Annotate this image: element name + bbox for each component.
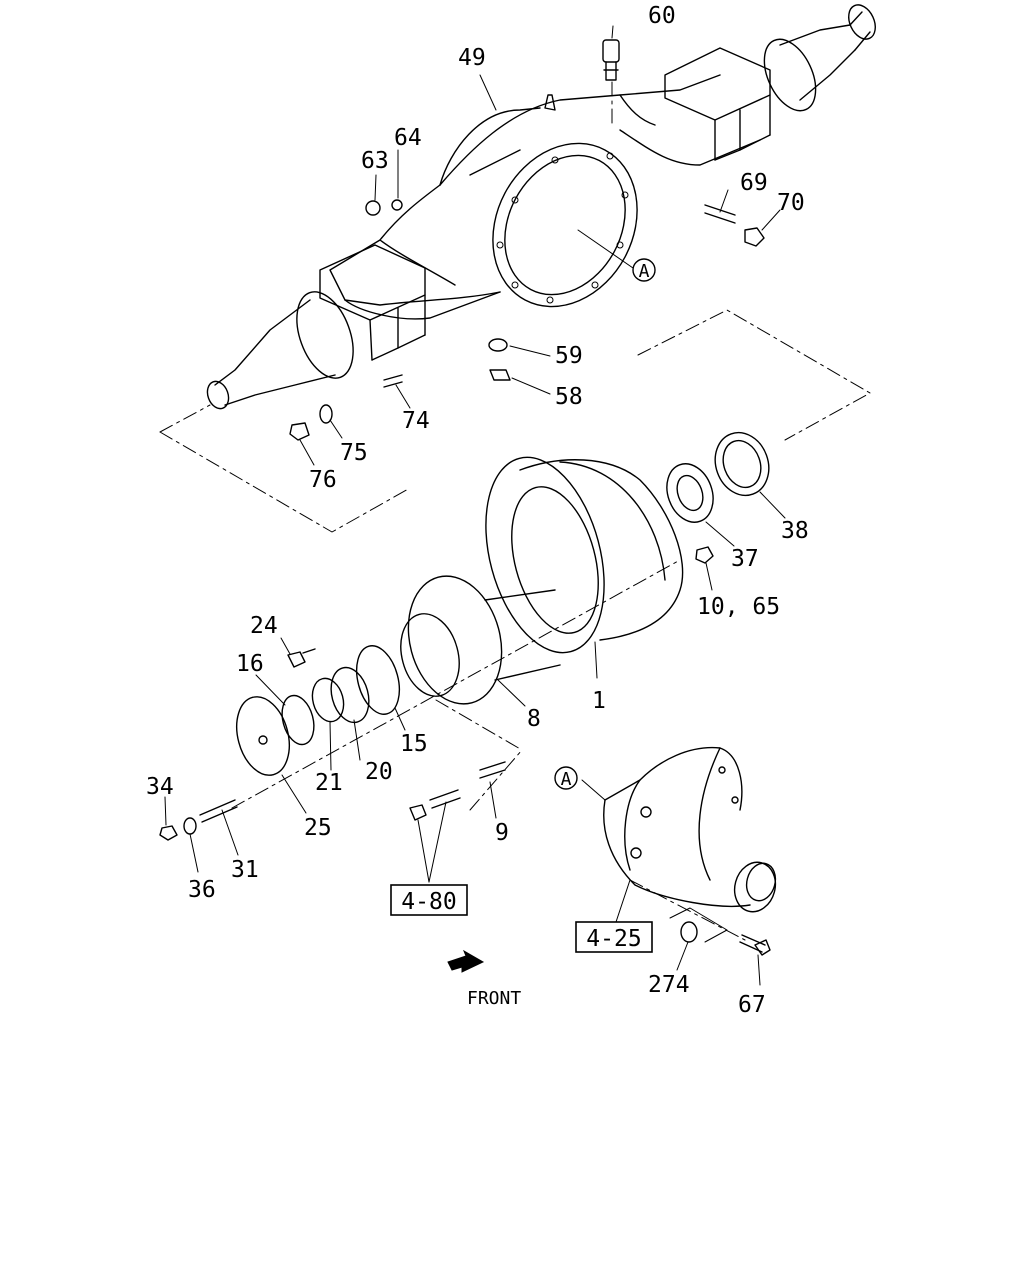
gasket-holes — [496, 152, 629, 304]
axle-housing — [159, 4, 876, 533]
callout-16: 16 — [236, 651, 264, 677]
leader-lines — [164, 25, 786, 986]
callout-21: 21 — [315, 770, 343, 796]
callout-labels: 60 49 64 63 69 70 A 59 58 74 75 76 38 37… — [146, 3, 809, 1018]
callout-20: 20 — [365, 759, 393, 785]
callout-38: 38 — [781, 518, 809, 544]
callout-63: 63 — [361, 148, 389, 174]
callout-69: 69 — [740, 170, 768, 196]
callout-58: 58 — [555, 384, 583, 410]
callout-15: 15 — [400, 731, 428, 757]
ref-4-25-label: 4-25 — [586, 926, 641, 952]
callout-24: 24 — [250, 613, 278, 639]
callout-36: 36 — [188, 877, 216, 903]
callout-74: 74 — [402, 408, 430, 434]
callout-67: 67 — [738, 992, 766, 1018]
callout-a-top-circle — [632, 258, 656, 282]
callout-a-top: A — [639, 261, 650, 282]
callout-76: 76 — [309, 467, 337, 493]
differential-cover — [603, 746, 777, 956]
callout-59: 59 — [555, 343, 583, 369]
callout-34: 34 — [146, 774, 174, 800]
callout-49: 49 — [458, 45, 486, 71]
callout-37: 37 — [731, 546, 759, 572]
callout-70: 70 — [777, 190, 805, 216]
callout-60: 60 — [648, 3, 676, 29]
reference-box-4-25: 4-25 — [575, 921, 653, 953]
callout-25: 25 — [304, 815, 332, 841]
callout-8: 8 — [527, 706, 541, 732]
callout-10-65: 10, 65 — [697, 594, 780, 620]
callout-64: 64 — [394, 125, 422, 151]
callout-1: 1 — [592, 688, 606, 714]
callout-a-bottom-circle — [554, 766, 578, 790]
ref-4-80-label: 4-80 — [401, 889, 456, 915]
brake-drum-assembly — [159, 431, 770, 841]
callout-a-bottom: A — [561, 769, 572, 790]
front-label: FRONT — [467, 988, 521, 1009]
callout-31: 31 — [231, 857, 259, 883]
callout-75: 75 — [340, 440, 368, 466]
callout-274: 274 — [648, 972, 690, 998]
front-arrow-icon — [447, 949, 485, 973]
callout-9: 9 — [495, 820, 509, 846]
reference-box-4-80: 4-80 — [390, 884, 468, 916]
